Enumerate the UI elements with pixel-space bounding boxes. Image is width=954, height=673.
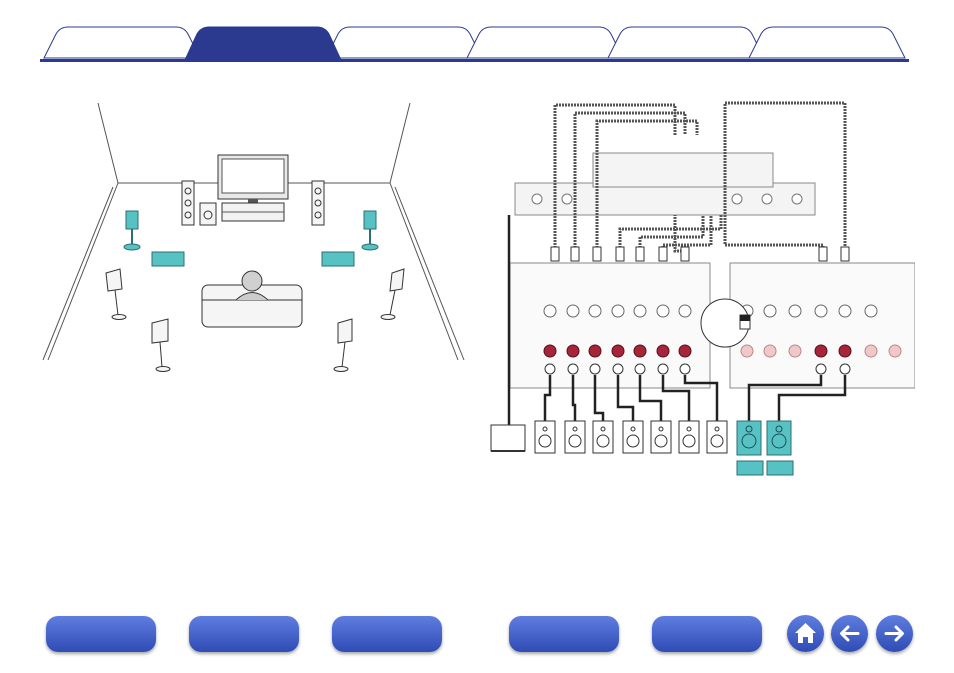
connection-diagram — [485, 95, 916, 490]
wiring-diagram — [490, 101, 916, 476]
tab-6-shape — [748, 26, 906, 59]
header-rule — [40, 59, 909, 62]
nav-button-1[interactable] — [46, 616, 156, 652]
tab-bar — [0, 0, 954, 64]
arrow-right-icon — [884, 625, 904, 642]
home-button[interactable] — [787, 615, 824, 652]
forward-button[interactable] — [876, 615, 913, 652]
speaker-layout-illustration — [40, 95, 470, 375]
tab-1-shape — [43, 26, 201, 59]
nav-button-2[interactable] — [189, 616, 299, 652]
arrow-left-icon — [840, 625, 860, 642]
nav-button-4[interactable] — [509, 616, 619, 652]
home-icon — [795, 623, 816, 643]
tab-4-shape — [466, 26, 624, 59]
tab-shapes — [43, 26, 906, 61]
tab-2-shape-active — [184, 26, 342, 61]
back-button[interactable] — [831, 615, 868, 652]
tab-3-shape — [325, 26, 483, 59]
nav-button-5[interactable] — [652, 616, 762, 652]
tab-5-shape — [607, 26, 765, 59]
room-scene — [42, 102, 465, 372]
nav-button-3[interactable] — [332, 616, 442, 652]
